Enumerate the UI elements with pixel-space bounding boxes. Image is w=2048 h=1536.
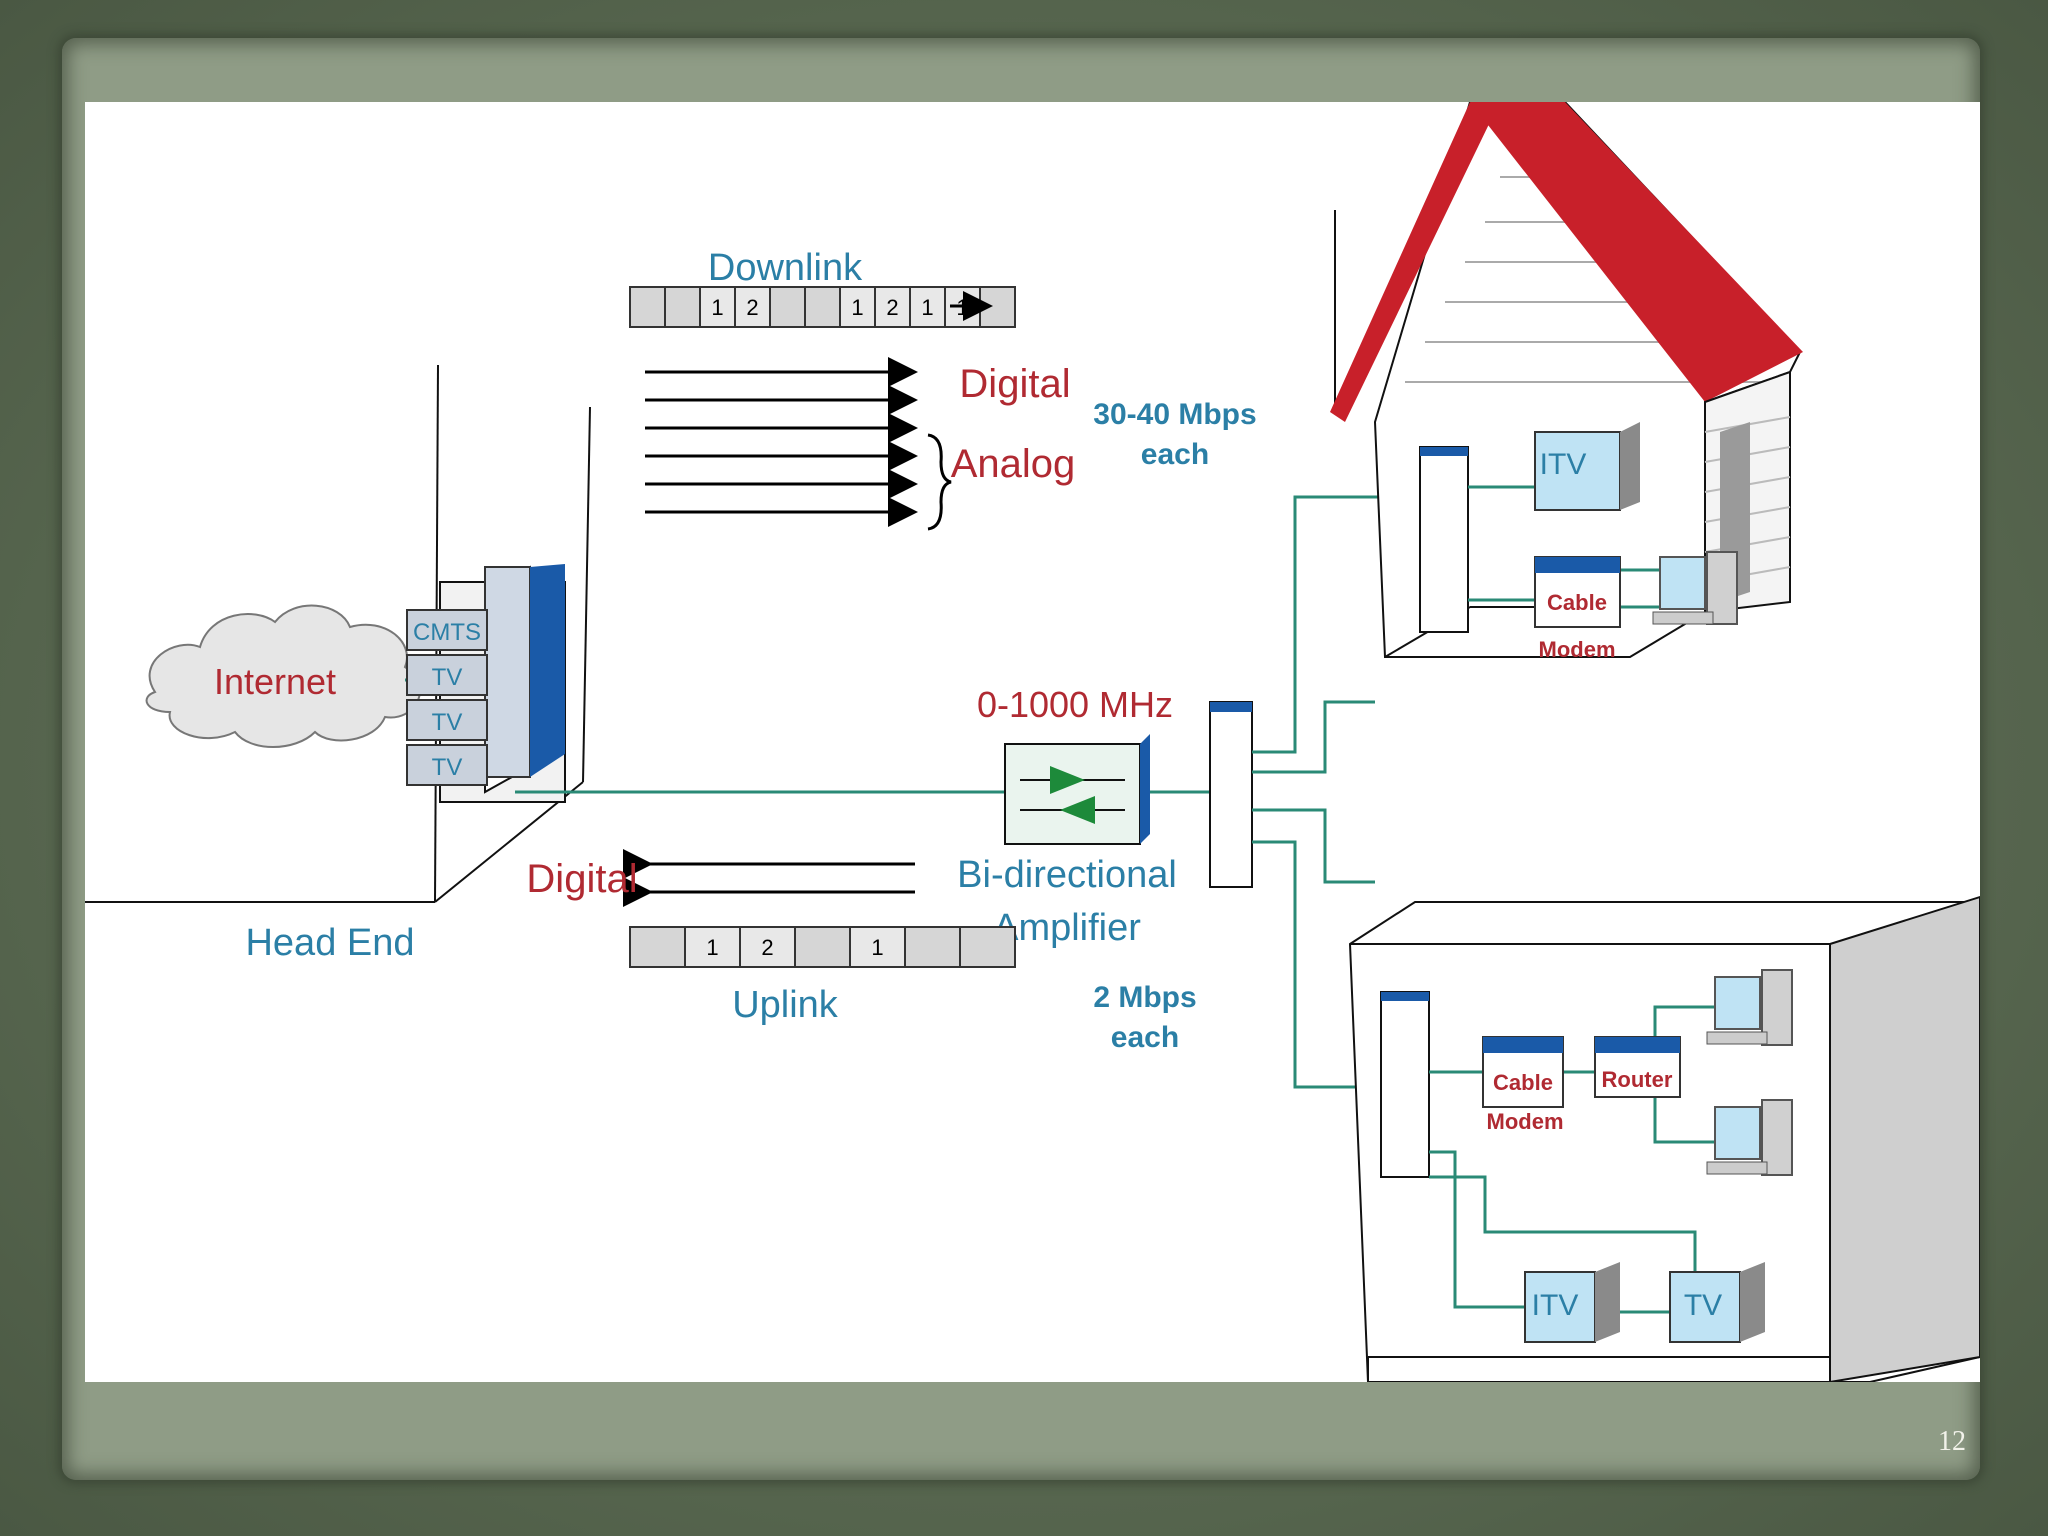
downlink-packet-cell-label: 1: [851, 295, 863, 320]
house-cable-label: Cable: [1547, 590, 1607, 615]
downlink-packet-cell: [769, 286, 806, 328]
house-wall-outlet: [1419, 446, 1469, 633]
head-end-label: Head End: [245, 922, 414, 964]
slide-number: 12: [1938, 1426, 1966, 1457]
uplink-packet-cell-label: 1: [706, 935, 718, 960]
uplink-packet-cell: [904, 926, 961, 968]
upstream-arrows: [623, 849, 915, 907]
downlink-packet-cell: [874, 286, 911, 328]
building-itv-label: ITV: [1532, 1289, 1579, 1322]
rack-label-tv-1: TV: [432, 664, 463, 691]
downlink-packet-cell: [629, 286, 666, 328]
building-cable-modem: Cable Modem: [1482, 1036, 1564, 1134]
downlink-packet-cell: [909, 286, 946, 328]
downlink-packet-cell-label: 2: [746, 295, 758, 320]
building-pc-1: [1706, 969, 1793, 1046]
uplink-packet-cell: [629, 926, 686, 968]
uplink-rate-each: each: [1111, 1021, 1179, 1054]
house: [1330, 102, 1803, 658]
network-diagram: Internet CMTS TV TV TV Head End: [85, 102, 1980, 1382]
downlink-packet-cell: [699, 286, 736, 328]
building-itv-set: ITV: [1524, 1262, 1620, 1343]
frequency-label: 0-1000 MHz: [977, 684, 1173, 725]
uplink-label: Uplink: [732, 984, 839, 1026]
internet-cloud: Internet: [145, 604, 421, 748]
router-label: Router: [1602, 1067, 1673, 1092]
building-wall-outlet: [1380, 991, 1430, 1178]
uplink-packet-cell-label: 2: [761, 935, 773, 960]
house-itv-set: ITV: [1534, 422, 1640, 511]
downlink-packet-cell: [734, 286, 771, 328]
rack-label-tv-2: TV: [432, 709, 463, 736]
building-modem-label: Modem: [1487, 1109, 1564, 1134]
router: Router: [1594, 1036, 1681, 1098]
rack-label-cmts: CMTS: [413, 619, 481, 646]
house-pc: [1652, 551, 1738, 625]
bi-directional-amplifier: [1004, 734, 1150, 845]
downlink-packet-cell: [839, 286, 876, 328]
downlink-label: Downlink: [708, 247, 863, 289]
digital-downstream-label: Digital: [959, 362, 1070, 406]
downlink-rate: 30-40 Mbps: [1093, 398, 1256, 431]
analog-brace: [927, 433, 952, 531]
drop-lines: [1252, 495, 1401, 1089]
uplink-packet-cell: [739, 926, 796, 968]
analog-label: Analog: [951, 442, 1076, 486]
digital-upstream-label: Digital: [526, 857, 637, 901]
uplink-rate: 2 Mbps: [1093, 981, 1196, 1014]
rack-label-tv-3: TV: [432, 754, 463, 781]
house-modem-label: Modem: [1539, 637, 1616, 662]
uplink-packet-cell: [794, 926, 851, 968]
amplifier-label-line1: Bi-directional: [957, 854, 1177, 896]
uplink-packet-cell: [959, 926, 1016, 968]
uplink-packet-cell-label: 1: [871, 935, 883, 960]
downlink-packet-cell-label: 2: [886, 295, 898, 320]
downstream-arrows: [645, 357, 918, 527]
head-end-rack: CMTS TV TV TV: [406, 564, 566, 803]
downlink-packet-cell: [664, 286, 701, 328]
downlink-rate-each: each: [1141, 438, 1209, 471]
downlink-packet-cell: [804, 286, 841, 328]
amplifier-label-line2: Amplifier: [993, 907, 1141, 949]
building-tv-set: TV: [1669, 1262, 1765, 1343]
downlink-packet-cell-label: 1: [711, 295, 723, 320]
downlink-packet-cell-label: 1: [921, 295, 933, 320]
tap-splitter: [1209, 701, 1253, 888]
internet-label: Internet: [214, 661, 336, 702]
uplink-packet-bar: 1 2 1: [629, 926, 1016, 968]
uplink-packet-cell: [684, 926, 741, 968]
building-tv-label: TV: [1684, 1289, 1722, 1322]
building-cable-label: Cable: [1493, 1070, 1553, 1095]
building-pc-2: [1706, 1099, 1793, 1176]
office-building: [1348, 895, 1980, 1382]
house-cable-modem: Cable Modem: [1534, 556, 1621, 662]
house-itv-label: ITV: [1540, 448, 1587, 481]
